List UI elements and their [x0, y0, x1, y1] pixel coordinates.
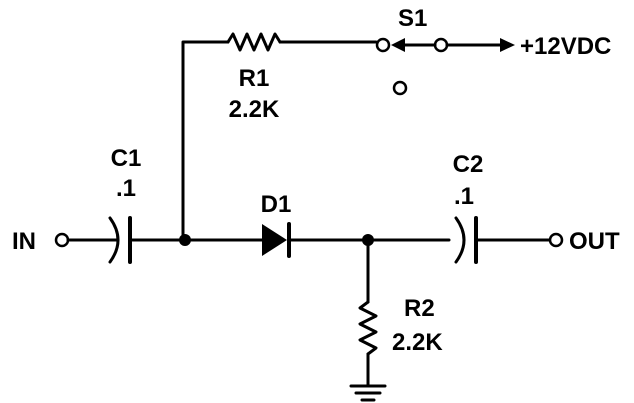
r2-value-label: 2.2K — [392, 329, 443, 356]
capacitor-c1 — [108, 216, 264, 264]
s1-common-terminal — [375, 37, 391, 53]
s1-lever-arrowhead — [391, 38, 405, 52]
input-section — [54, 232, 119, 248]
diode-d1 — [262, 222, 451, 258]
supply-label: +12VDC — [520, 33, 611, 60]
s1-supply-terminal — [433, 37, 449, 53]
r2-branch — [358, 238, 378, 388]
c2-curved-plate — [454, 216, 466, 264]
in-terminal — [54, 232, 70, 248]
s1-label: S1 — [398, 5, 427, 32]
r1-value-label: 2.2K — [229, 96, 280, 123]
r2-name-label: R2 — [404, 295, 435, 322]
d1-label: D1 — [261, 191, 292, 218]
c2-value-label: .1 — [454, 183, 474, 210]
r2-resistor — [358, 300, 378, 356]
d1-triangle — [262, 224, 287, 256]
r1-feed-wire — [181, 40, 230, 242]
out-terminal — [548, 232, 564, 248]
out-label: OUT — [569, 228, 620, 255]
c2-name-label: C2 — [453, 151, 484, 178]
s1-unused-terminal — [392, 80, 408, 96]
junction-node-left — [179, 234, 191, 246]
switch-s1 — [375, 37, 515, 96]
supply-arrowhead-icon — [500, 38, 515, 52]
c1-value-label: .1 — [116, 175, 136, 202]
r1-branch — [181, 32, 378, 242]
capacitor-c2 — [454, 216, 564, 264]
c1-name-label: C1 — [111, 145, 142, 172]
r1-name-label: R1 — [239, 65, 270, 92]
in-label: IN — [12, 228, 36, 255]
r1-resistor — [226, 32, 282, 52]
ground-symbol — [349, 384, 387, 402]
c1-curved-plate — [108, 216, 120, 264]
